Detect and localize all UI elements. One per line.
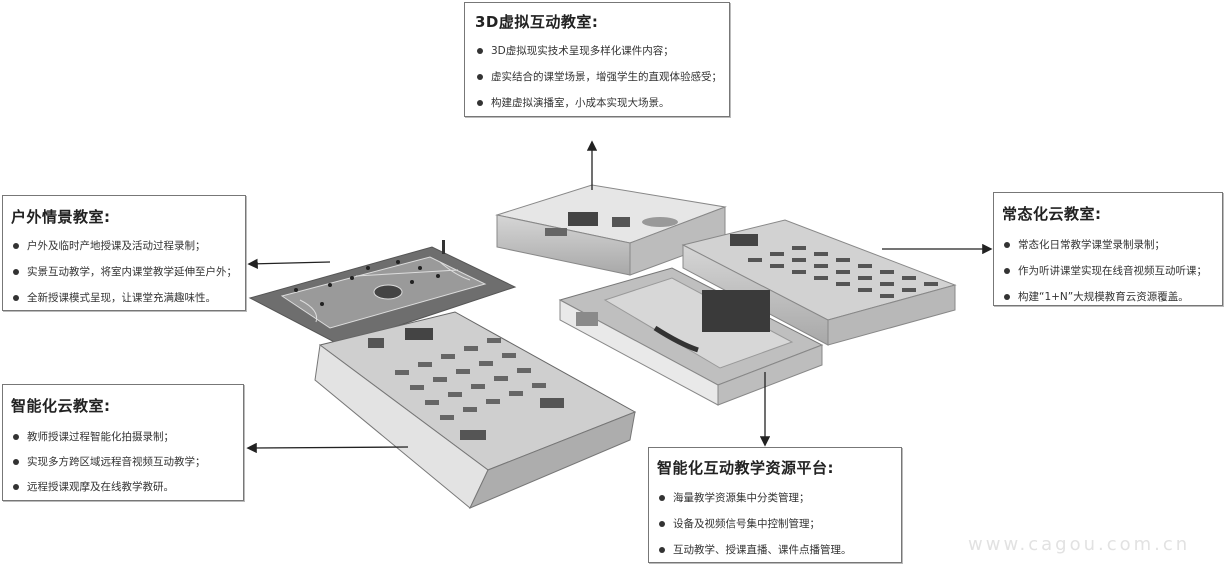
list-item: 教师授课过程智能化拍摄录制； xyxy=(11,430,235,444)
list-item: 构建“1+N”大规模教育云资源覆盖。 xyxy=(1002,290,1214,304)
list-item: 实现多方跨区域远程音视频互动教学； xyxy=(11,455,235,469)
list-item: 作为听讲课堂实现在线音视频互动听课； xyxy=(1002,264,1214,278)
list-item: 远程授课观摩及在线教学教研。 xyxy=(11,480,235,494)
list-item: 设备及视频信号集中控制管理； xyxy=(657,517,893,531)
resource-platform-control-room xyxy=(558,267,824,406)
arrow-to-outdoor-classroom xyxy=(247,258,331,270)
normal-cloud-classroom-callout: 常态化云教室: 常态化日常教学课堂录制录制； 作为听讲课堂实现在线音视频互动听课… xyxy=(993,192,1223,306)
smart-cloud-classroom-list: 教师授课过程智能化拍摄录制； 实现多方跨区域远程音视频互动教学； 远程授课观摩及… xyxy=(11,430,235,494)
resource-platform-callout: 智能化互动教学资源平台: 海量教学资源集中分类管理； 设备及视频信号集中控制管理… xyxy=(648,447,902,563)
smart-cloud-classroom-room xyxy=(314,311,637,509)
list-item: 常态化日常教学课堂录制录制； xyxy=(1002,238,1214,252)
vr-classroom-list: 3D虚拟现实技术呈现多样化课件内容； 虚实结合的课堂场景，增强学生的直观体验感受… xyxy=(475,44,722,110)
list-item: 虚实结合的课堂场景，增强学生的直观体验感受； xyxy=(475,70,722,84)
smart-cloud-classroom-callout: 智能化云教室: 教师授课过程智能化拍摄录制； 实现多方跨区域远程音视频互动教学；… xyxy=(2,384,244,501)
list-item: 3D虚拟现实技术呈现多样化课件内容； xyxy=(475,44,719,58)
resource-platform-list: 海量教学资源集中分类管理； 设备及视频信号集中控制管理； 互动教学、授课直播、课… xyxy=(657,491,893,557)
list-item: 全新授课模式呈现，让课堂充满趣味性。 xyxy=(11,291,237,305)
watermark-text: www.cagou.com.cn xyxy=(968,534,1191,555)
outdoor-classroom-title: 户外情景教室: xyxy=(11,208,111,226)
vr-classroom-callout: 3D虚拟互动教室: 3D虚拟现实技术呈现多样化课件内容； 虚实结合的课堂场景，增… xyxy=(464,2,730,117)
list-item: 海量教学资源集中分类管理； xyxy=(657,491,893,505)
arrow-to-smart-classroom xyxy=(246,442,409,454)
normal-cloud-classroom-title: 常态化云教室: xyxy=(1002,205,1102,223)
list-item: 互动教学、授课直播、课件点播管理。 xyxy=(657,543,893,557)
list-item: 构建虚拟演播室，小成本实现大场景。 xyxy=(475,96,719,110)
vr-classroom-room xyxy=(495,184,727,276)
outdoor-classroom-list: 户外及临时产地授课及活动过程录制； 实景互动教学，将室内课堂教学延伸至户外； 全… xyxy=(11,239,237,305)
normal-cloud-classroom-list: 常态化日常教学课堂录制录制； 作为听讲课堂实现在线音视频互动听课； 构建“1+N… xyxy=(1002,238,1214,304)
vr-classroom-title: 3D虚拟互动教室: xyxy=(475,13,599,31)
list-item: 实景互动教学，将室内课堂教学延伸至户外； xyxy=(11,265,237,279)
resource-platform-title: 智能化互动教学资源平台: xyxy=(657,459,834,477)
outdoor-classroom-callout: 户外情景教室: 户外及临时产地授课及活动过程录制； 实景互动教学，将室内课堂教学… xyxy=(2,195,246,311)
list-item: 户外及临时产地授课及活动过程录制； xyxy=(11,239,237,253)
smart-cloud-classroom-title: 智能化云教室: xyxy=(11,397,111,415)
outdoor-classroom-court xyxy=(248,240,517,346)
